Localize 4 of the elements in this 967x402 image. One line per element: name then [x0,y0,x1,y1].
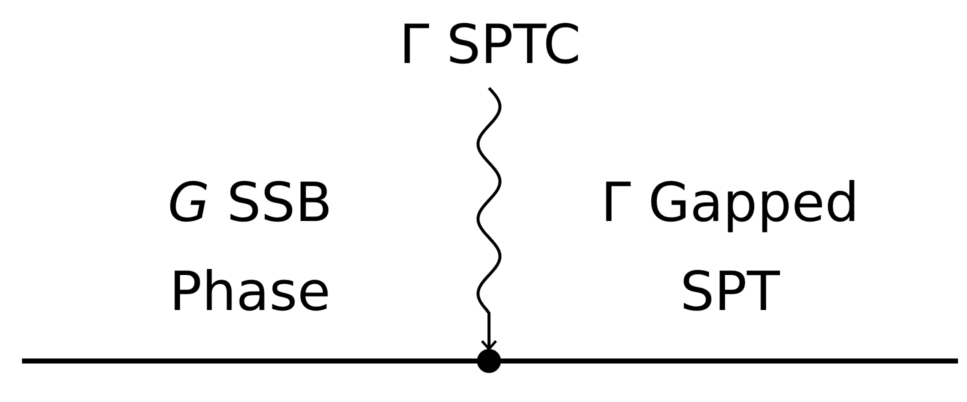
phase-label: Γ Gapped SPT [600,170,860,326]
phase-label: G SSB Phase [166,170,334,326]
wavy-arrow [476,86,502,350]
node-label: Γ SPTC [399,18,581,72]
